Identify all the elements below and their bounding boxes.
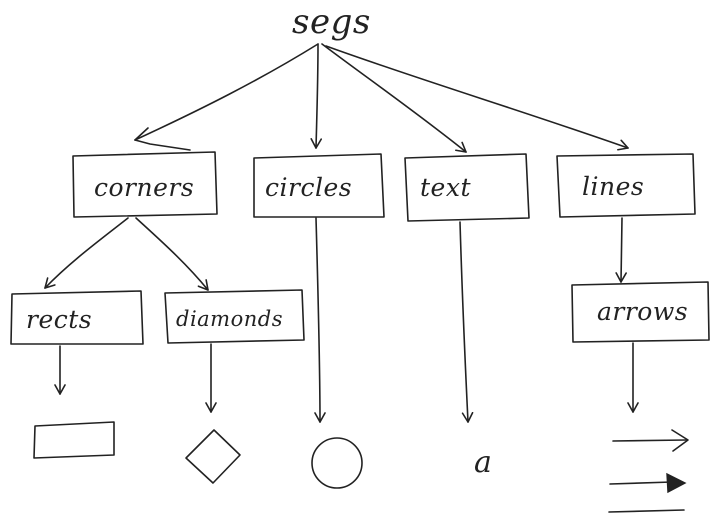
node-corners: corners [72, 151, 218, 218]
node-lines-box [556, 153, 696, 218]
edge-corners-diamonds [135, 217, 209, 291]
node-circles-label: circles [265, 173, 352, 202]
node-lines-label: lines [582, 172, 644, 201]
diamond-shape [185, 429, 241, 484]
plain-line [608, 509, 685, 513]
arrowhead-segs-corners [134, 127, 191, 151]
circle-shape [311, 437, 363, 489]
arrow-open-line [612, 439, 687, 442]
edge-corners-rects [44, 217, 129, 289]
edge-lines-arrows [615, 217, 627, 283]
arrow-filled-line [609, 481, 673, 485]
node-root-label: segs [292, 2, 371, 42]
node-text: text [404, 153, 530, 222]
node-text-box [404, 153, 530, 222]
rectangle-shape [33, 421, 115, 459]
edge-text-leaf [459, 221, 474, 423]
node-lines: lines [556, 153, 696, 218]
edge-segs-corners [134, 43, 319, 141]
node-diamonds-label: diamonds [176, 307, 283, 331]
node-rects-box [10, 290, 144, 345]
node-corners-box [72, 151, 218, 218]
edge-segs-circles [310, 43, 323, 149]
node-rects: rects [10, 290, 144, 345]
node-arrows-box [571, 281, 710, 343]
node-arrows: arrows [571, 281, 710, 343]
node-arrows-label: arrows [597, 297, 688, 326]
arrow-filled-head [666, 472, 687, 494]
arrow-shapes [608, 429, 689, 513]
node-circles: circles [253, 153, 385, 218]
edge-segs-lines [325, 45, 629, 151]
node-rects-label: rects [26, 305, 92, 334]
node-diamonds: diamonds [164, 289, 305, 344]
text-glyph-a: a [474, 445, 492, 480]
edge-circles-leaf [314, 217, 326, 423]
node-text-label: text [420, 173, 471, 202]
edge-segs-text [321, 43, 467, 153]
node-circles-box [253, 153, 385, 218]
node-corners-label: corners [94, 173, 194, 202]
arrow-open-head [671, 429, 689, 452]
node-diamonds-box [164, 289, 305, 344]
